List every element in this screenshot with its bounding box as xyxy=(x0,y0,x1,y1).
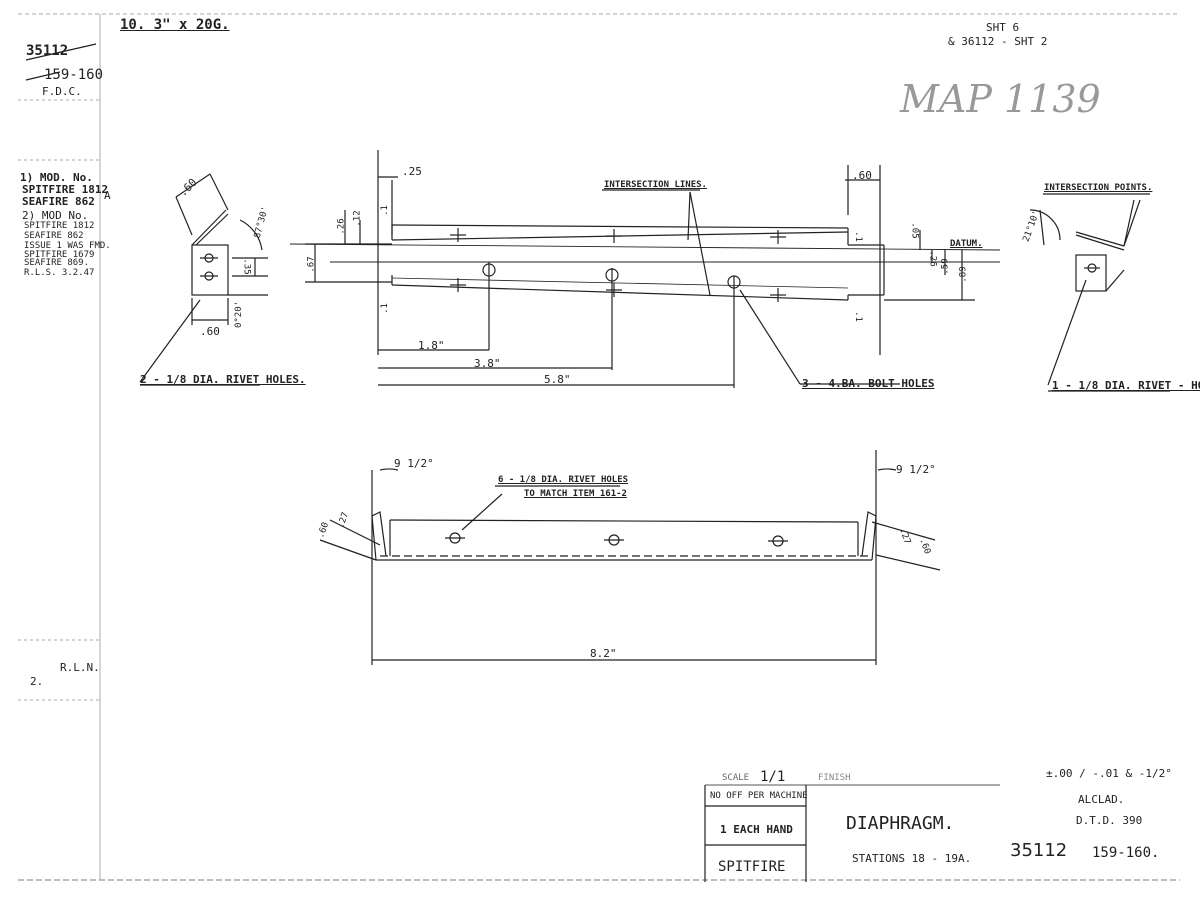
mod1-line1: SPITFIRE 1812 xyxy=(22,183,109,196)
mod1-revision-symbol: A xyxy=(104,189,111,202)
tb-title: DIAPHRAGM. xyxy=(846,813,955,834)
tb-scale-value: 1/1 xyxy=(760,769,786,785)
tb-aircraft: SPITFIRE xyxy=(718,859,786,875)
left-item-numbers: 159-160 xyxy=(44,67,104,83)
plan-dim-r1-top: .1 xyxy=(379,205,390,216)
mod1-header: 1) MOD. No. xyxy=(20,171,93,184)
left-bottom-issue: 2. xyxy=(30,675,44,688)
left-initials: F.D.C. xyxy=(42,85,82,98)
tb-qty: 1 EACH HAND xyxy=(720,823,793,836)
left-bottom-initials: R.L.N. xyxy=(60,661,100,674)
sheet-ref-1: SHT 6 xyxy=(986,21,1020,34)
mod2-line6: R.L.S. 3.2.47 xyxy=(24,268,95,278)
end-right-intersection-points: INTERSECTION POINTS. xyxy=(1044,183,1153,193)
tb-scale-label: SCALE xyxy=(722,773,750,783)
elev-angle-right: 9 1/2° xyxy=(896,463,936,476)
plan-dim-r1-bottom: .1 xyxy=(379,303,390,314)
mod2-line3: ISSUE 1 WAS FMD. xyxy=(24,241,111,251)
plan-dim-right-top: .60 xyxy=(852,169,872,182)
plan-dim-left-top: .25 xyxy=(402,165,422,178)
plan-dim-89: .89 xyxy=(958,266,969,283)
tb-spec: D.T.D. 390 xyxy=(1076,814,1143,827)
end-right-rivet-note: 1 - 1/8 DIA. RIVET - HOLE. xyxy=(1052,379,1200,392)
mod2-line4: SPITFIRE 1679 xyxy=(24,250,95,260)
plan-dim-r1-right-top: .1 xyxy=(852,231,863,242)
tb-material: ALCLAD. xyxy=(1078,793,1125,806)
plan-dim-26-right: .26 xyxy=(927,250,938,267)
mod2-line1: SPITFIRE 1812 xyxy=(24,221,95,231)
plan-datum: DATUM. xyxy=(950,239,983,249)
plan-dim-58: 5.8" xyxy=(544,373,571,386)
end-left-dim-gap: 0°20' xyxy=(234,300,245,329)
tb-tolerance: ±.00 / -.01 & -1/2° xyxy=(1046,767,1172,780)
end-left-dim-bottom: .60 xyxy=(200,325,220,338)
plan-dim-59: .59 xyxy=(940,258,951,275)
tb-item-numbers: 159-160. xyxy=(1092,845,1160,861)
plan-bolt-holes: 3 - 4.BA. BOLT HOLES xyxy=(802,377,935,390)
plan-dim-38: 3.8" xyxy=(474,357,501,370)
elev-overall-dim: 8.2" xyxy=(590,647,617,660)
plan-dim-67: .67 xyxy=(306,256,317,273)
mod1-line2: SEAFIRE 862 xyxy=(22,195,95,208)
elev-angle-left: 9 1/2° xyxy=(394,457,434,470)
elev-rivet-note-2: TO MATCH ITEM 161-2 xyxy=(524,489,627,499)
tb-subtitle: STATIONS 18 - 19A. xyxy=(852,852,972,865)
elev-rivet-note-1: 6 - 1/8 DIA. RIVET HOLES xyxy=(498,475,629,485)
plan-intersection-lines: INTERSECTION LINES. xyxy=(604,180,707,190)
plan-dim-12: .12 xyxy=(352,210,363,227)
material-spec: 10. 3" x 20G. xyxy=(120,17,230,33)
end-left-dim-side: .35 xyxy=(241,258,252,275)
plan-dim-05: .05 xyxy=(909,222,920,239)
tb-machine-label: NO OFF PER MACHINE xyxy=(710,791,808,801)
sheet-ref-2: & 36112 - SHT 2 xyxy=(948,35,1048,48)
mod2-header: 2) MOD No. xyxy=(22,209,89,222)
handwritten-ref: MAP 1139 xyxy=(900,77,1101,121)
plan-dim-18: 1.8" xyxy=(418,339,445,352)
end-left-rivet-note: 2 - 1/8 DIA. RIVET HOLES. xyxy=(140,373,306,386)
plan-dim-26: .26 xyxy=(336,218,347,235)
plan-dim-r1-right-bottom: .1 xyxy=(852,311,863,322)
tb-finish-label: FINISH xyxy=(818,773,851,783)
mod2-line5: SEAFIRE 869. xyxy=(24,258,90,268)
mod2-line2: SEAFIRE 862 xyxy=(24,231,84,241)
tb-drawing-number: 35112 xyxy=(1010,840,1068,861)
left-drawing-number: 35112 xyxy=(26,43,69,59)
